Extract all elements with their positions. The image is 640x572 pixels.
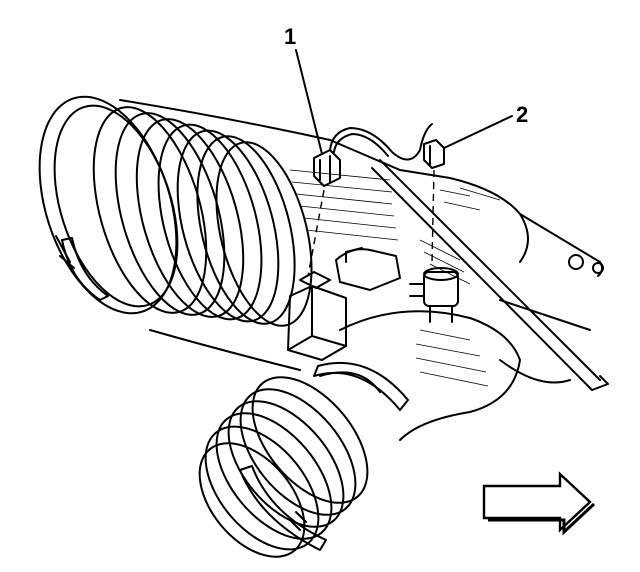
callout-label-2: 2 [516, 102, 529, 127]
sensor-2-body [409, 267, 459, 323]
connector-1 [313, 149, 341, 187]
connector-2 [423, 139, 445, 169]
leader-line-1 [295, 49, 323, 155]
air-intake-duct [38, 95, 401, 371]
wiring-harness [329, 123, 433, 161]
callout-label-1: 1 [284, 24, 297, 49]
throttle-body-housing [371, 159, 609, 391]
sensor-1-body [287, 247, 401, 361]
guide-line-1 [307, 189, 325, 277]
arrow-right-icon [482, 471, 596, 536]
guide-line-2 [431, 169, 435, 263]
elbow-duct [198, 310, 521, 558]
leader-line-2 [443, 115, 513, 149]
